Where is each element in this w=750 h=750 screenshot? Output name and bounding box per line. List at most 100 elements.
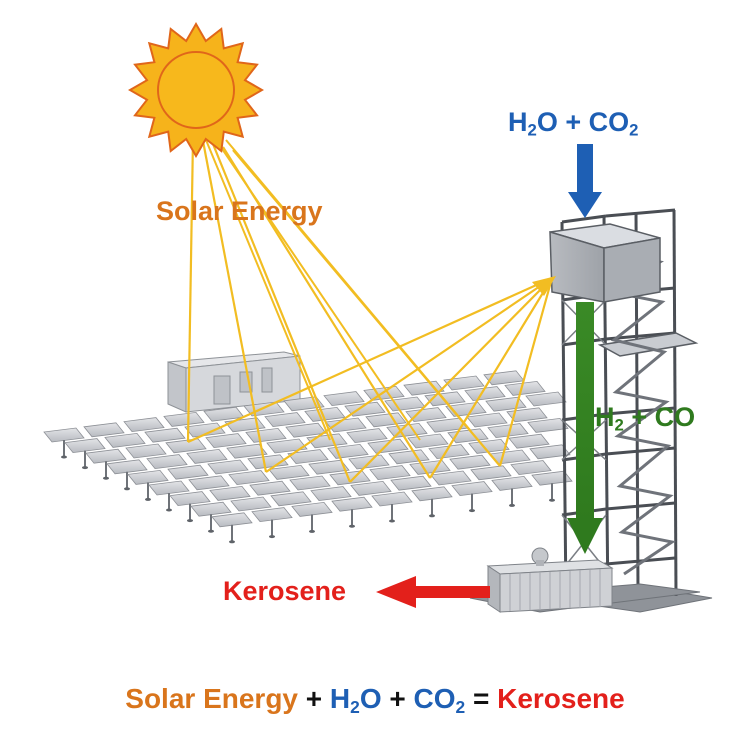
heliostat-base [166,508,172,512]
incident-ray [186,137,195,443]
heliostat-mirror [487,423,529,439]
heliostat-mirror [350,480,392,496]
tower-beam [605,501,676,511]
heliostat-mirror [510,460,552,476]
focus-arrowhead [532,276,556,296]
heliostat-mirror [165,438,207,454]
heliostat-mirror [144,427,186,443]
heliostat-mirror [190,501,232,517]
heliostat-mirror [485,396,527,412]
eq-solar: Solar Energy [125,683,298,714]
syngas-h: H [595,402,615,432]
heliostat-mirror [308,459,350,475]
heliostat-mirror [228,470,270,486]
fischer-tropsch-unit [469,547,701,613]
heliostat-mirror [390,475,432,491]
syngas-label: H2 + CO [595,402,695,435]
heliostat-mirror [230,496,272,512]
heliostat-base [61,455,67,459]
heliostat-mirror [245,427,287,443]
heliostat-mirror [405,407,447,423]
reflected-ray [265,277,553,473]
heliostat-mirror [508,433,550,449]
heliostat-base [429,514,435,518]
heliostat-mirror [407,433,449,449]
tower-column [672,209,678,597]
heliostat-mirror [289,475,331,491]
heliostat-mirror [211,512,253,528]
eq-h-subscript: 2 [350,696,360,717]
heliostat-base [509,503,515,507]
heliostat-mirror [449,454,491,470]
heliostat-mirror [186,448,228,464]
heliostat-mirror [268,464,310,480]
heliostat-mirror [491,475,533,491]
eq-o: O [359,683,382,714]
heliostat-mirror [148,480,190,496]
heliostat-base [145,497,151,501]
heliostat-mirror [529,444,571,460]
eq-h: H [329,683,351,714]
heliostat-mirror [371,491,413,507]
heliostat-mirror [327,443,369,459]
heliostat-base [187,519,193,523]
heliostat-mirror [247,454,289,470]
solar-reactor [603,237,661,303]
reactant-co2-subscript: 2 [629,120,639,140]
incident-ray [211,143,352,483]
heliostat-mirror [123,417,165,433]
heliostat-base [349,524,355,528]
heliostat-base [229,540,235,544]
heliostat-mirror [531,470,573,486]
heliostat-base [469,509,475,513]
syngas-h-subscript: 2 [614,415,624,435]
heliostat-mirror [188,475,230,491]
heliostat-mirror [163,411,205,427]
heliostat-mirror [85,448,127,464]
heliostat-mirror [125,443,167,459]
incident-ray [205,139,331,441]
kerosene-arrow [376,576,490,608]
heliostat-mirror [367,438,409,454]
heliostat-base [103,476,109,480]
heliostat-mirror [251,507,293,523]
heliostat-base [124,487,130,491]
heliostat-mirror [527,417,569,433]
reflected-ray [349,277,553,483]
heliostat-mirror [226,443,268,459]
heliostat-mirror [266,438,308,454]
heliostat-base [549,498,555,502]
heliostat-mirror [443,375,485,391]
eq-plus-1: + [298,683,330,714]
heliostat-mirror [466,412,508,428]
heliostat-mirror [325,417,367,433]
heliostat-mirror [64,438,106,454]
solar-energy-label: Solar Energy [156,196,323,226]
heliostat-mirror [184,422,226,438]
heliostat-mirror [209,485,251,501]
reflected-ray [498,277,554,467]
heliostat-mirror [106,459,148,475]
heliostat-mirror [127,469,169,485]
heliostat-mirror [323,391,365,407]
heliostat-mirror [285,422,327,438]
heliostat-mirror [146,454,188,470]
tower-beam [561,214,607,224]
heliostat-mirror [451,481,493,497]
sun-icon [127,21,265,159]
reflected-ray [429,277,553,479]
heliostat-mirror [329,470,371,486]
sun-rays [186,137,556,483]
kerosene-label: Kerosene [223,576,347,606]
eq-equals: = [465,683,498,714]
reactant-h-subscript: 2 [527,120,537,140]
reactant-tail: O + CO [536,107,630,137]
heliostat-field [43,370,573,544]
heliostat-mirror [464,386,506,402]
heliostat-mirror [270,491,312,507]
heliostat-mirror [205,433,247,449]
heliostat-base [389,519,395,523]
incident-ray [215,139,421,441]
